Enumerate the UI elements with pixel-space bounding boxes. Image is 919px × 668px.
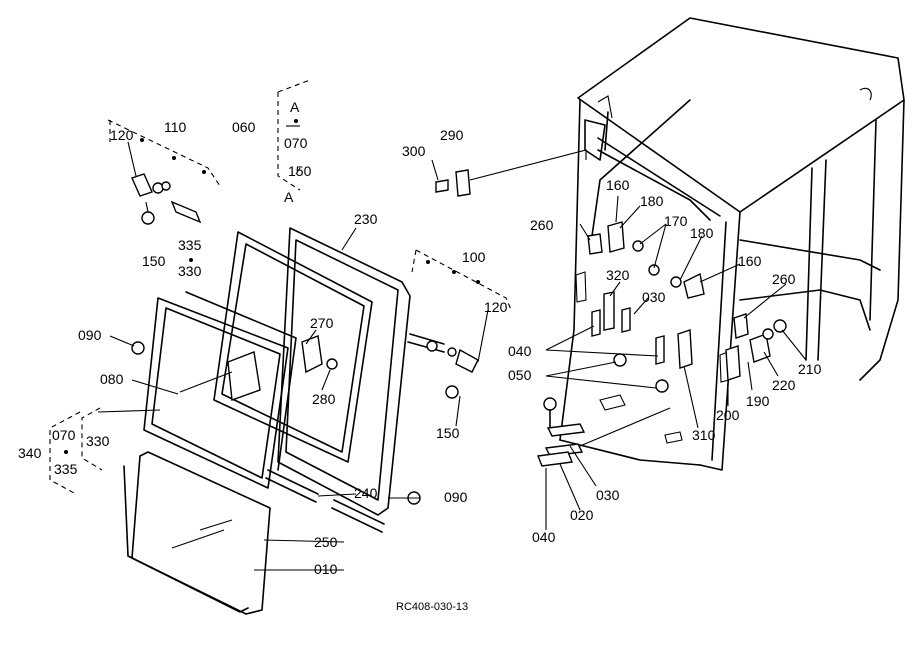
label-120-left: 120 bbox=[110, 127, 134, 143]
label-240: 240 bbox=[354, 485, 378, 501]
part-labels: 060 A 070 150 120 110 335 330 150 A 230 … bbox=[18, 99, 822, 613]
label-100: 100 bbox=[462, 249, 486, 265]
label-335-bottom: 335 bbox=[54, 461, 78, 477]
label-080: 080 bbox=[100, 371, 124, 387]
label-250: 250 bbox=[314, 534, 338, 550]
label-170: 170 bbox=[664, 213, 688, 229]
label-230: 230 bbox=[354, 211, 378, 227]
cab-frame bbox=[559, 17, 905, 471]
label-180-right: 180 bbox=[690, 225, 714, 241]
label-160-top: 160 bbox=[606, 177, 630, 193]
door-assembly bbox=[123, 227, 445, 615]
label-040-top: 040 bbox=[508, 343, 532, 359]
group-brackets bbox=[49, 79, 513, 495]
label-110: 110 bbox=[164, 119, 187, 135]
label-150-top: 150 bbox=[288, 163, 312, 179]
leader-lines bbox=[97, 125, 807, 571]
label-310: 310 bbox=[692, 427, 716, 443]
label-260-left: 260 bbox=[530, 217, 554, 233]
label-200: 200 bbox=[716, 407, 740, 423]
label-160-right: 160 bbox=[738, 253, 762, 269]
label-330-mid: 330 bbox=[178, 263, 202, 279]
label-150-right: 150 bbox=[436, 425, 460, 441]
label-070-bottom: 070 bbox=[52, 427, 76, 443]
label-320: 320 bbox=[606, 267, 630, 283]
label-330-bottom: 330 bbox=[86, 433, 110, 449]
small-parts bbox=[131, 169, 787, 505]
label-A-mid: A bbox=[284, 189, 294, 205]
label-120-right: 120 bbox=[484, 299, 508, 315]
label-070-top: 070 bbox=[284, 135, 308, 151]
label-340: 340 bbox=[18, 445, 42, 461]
label-220: 220 bbox=[772, 377, 796, 393]
reference-dots bbox=[64, 119, 480, 454]
label-030-top: 030 bbox=[642, 289, 666, 305]
label-A-top: A bbox=[290, 99, 300, 115]
label-270: 270 bbox=[310, 315, 334, 331]
label-300: 300 bbox=[402, 143, 426, 159]
label-210: 210 bbox=[798, 361, 822, 377]
label-090-right: 090 bbox=[444, 489, 468, 505]
figure-code: RC408-030-13 bbox=[396, 601, 468, 613]
label-290: 290 bbox=[440, 127, 464, 143]
label-090-left: 090 bbox=[78, 327, 102, 343]
label-335-mid: 335 bbox=[178, 237, 202, 253]
label-280: 280 bbox=[312, 391, 336, 407]
label-150-left: 150 bbox=[142, 253, 166, 269]
label-190: 190 bbox=[746, 393, 770, 409]
label-180-top: 180 bbox=[640, 193, 664, 209]
label-260-right: 260 bbox=[772, 271, 796, 287]
label-020: 020 bbox=[570, 507, 594, 523]
label-050: 050 bbox=[508, 367, 532, 383]
label-010: 010 bbox=[314, 561, 338, 577]
label-040-bottom: 040 bbox=[532, 529, 556, 545]
label-030-bottom: 030 bbox=[596, 487, 620, 503]
label-060: 060 bbox=[232, 119, 256, 135]
